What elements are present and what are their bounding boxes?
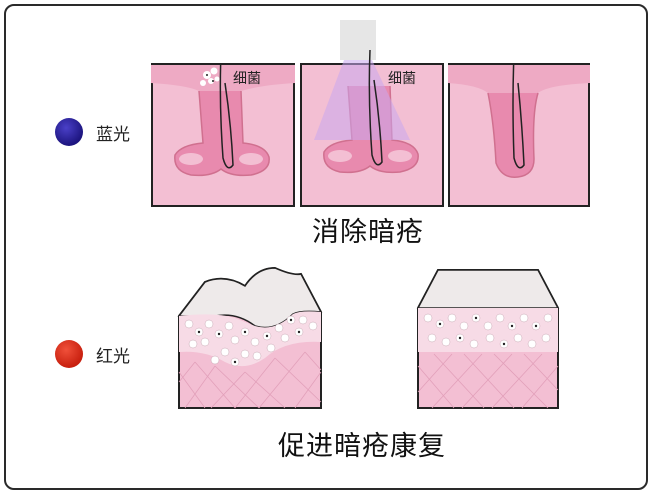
acne-panel-after xyxy=(448,63,590,207)
skin-block-after xyxy=(416,269,560,409)
bacteria-label-1: 细菌 xyxy=(233,71,261,87)
skin-block-before xyxy=(177,266,323,409)
red-light-label: 红光 xyxy=(96,347,130,367)
healing-caption: 促进暗疮康复 xyxy=(278,431,446,462)
acne-panel-during xyxy=(300,20,444,207)
acne-panel-before xyxy=(151,63,295,207)
red-light-dot xyxy=(55,340,83,368)
blue-light-label: 蓝光 xyxy=(96,125,130,145)
bacteria-label-2: 细菌 xyxy=(388,71,416,87)
acne-caption: 消除暗疮 xyxy=(312,217,424,248)
blue-light-dot xyxy=(55,118,83,146)
